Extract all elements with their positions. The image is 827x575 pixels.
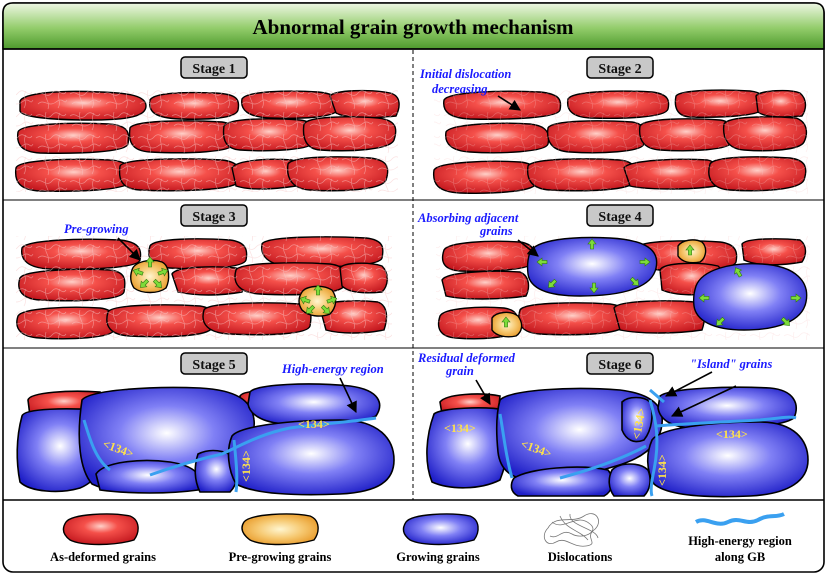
- svg-text:<134>: <134>: [655, 454, 669, 486]
- stage-6-orientation-labels: <134> <134> <134> <134> <134>: [444, 407, 748, 486]
- stage-6-high-energy-boundaries: [498, 388, 797, 497]
- stage-4-label: Stage 4: [586, 204, 654, 227]
- svg-text:"Island" grains: "Island" grains: [690, 357, 772, 371]
- panel-grid: [3, 48, 824, 501]
- svg-text:Stage 1: Stage 1: [192, 62, 235, 77]
- stage-4-grains: [436, 236, 810, 340]
- stage-3-grains: [16, 236, 392, 340]
- orange-grain-icon: [241, 513, 319, 546]
- svg-text:Stage 2: Stage 2: [598, 62, 641, 77]
- stage-4-annotation: Absorbing adjacent grains: [417, 211, 539, 257]
- svg-text:<134>: <134>: [239, 450, 253, 482]
- legend-label-high-energy-line2: along GB: [715, 550, 765, 564]
- legend: As-deformed grains Pre-growing grains Gr…: [50, 512, 792, 564]
- stage-5-label: Stage 5: [180, 352, 248, 375]
- stage-6-label: Stage 6: [586, 352, 654, 375]
- svg-text:<134>: <134>: [716, 427, 748, 441]
- red-grain-icon: [62, 513, 139, 546]
- stage-3-label: Stage 3: [180, 204, 248, 227]
- stage-6-annotation: Residual deformed grain "Island" grains: [417, 351, 772, 417]
- svg-text:Pre-growing: Pre-growing: [64, 222, 129, 236]
- stage-5-high-energy-boundaries: [82, 416, 377, 493]
- stage-2-grains: [432, 89, 808, 194]
- stage-5-grains: [16, 383, 395, 496]
- svg-text:grain: grain: [445, 364, 474, 378]
- svg-text:Stage 4: Stage 4: [598, 210, 641, 225]
- svg-text:Residual deformed: Residual deformed: [417, 351, 516, 365]
- stage-6-grains: [426, 386, 809, 498]
- svg-text:Stage 5: Stage 5: [192, 358, 235, 373]
- legend-label-deformed: As-deformed grains: [50, 550, 156, 564]
- stage-1-label: Stage 1: [180, 56, 248, 79]
- svg-text:<134>: <134>: [444, 421, 476, 435]
- legend-label-high-energy: High-energy region: [688, 534, 792, 548]
- stage-2-annotation: Initial dislocation decreasing: [419, 67, 521, 111]
- svg-text:Stage 3: Stage 3: [192, 210, 235, 225]
- stage-1-grains: [14, 89, 400, 192]
- diagram-title: Abnormal grain growth mechanism: [252, 15, 574, 39]
- legend-label-growing: Growing grains: [396, 550, 480, 564]
- stage-labels: Stage 1 Stage 2 Stage 3 Stage 4 Stage 5 …: [180, 56, 654, 375]
- blue-wave-icon: [694, 512, 785, 526]
- legend-label-dislocations: Dislocations: [548, 550, 613, 564]
- svg-text:Absorbing adjacent: Absorbing adjacent: [417, 211, 519, 225]
- svg-text:Stage 6: Stage 6: [598, 358, 641, 373]
- stage-2-label: Stage 2: [586, 56, 654, 79]
- svg-text:decreasing: decreasing: [432, 82, 488, 96]
- title-bar: Abnormal grain growth mechanism: [2, 2, 825, 50]
- svg-text:<134>: <134>: [298, 417, 330, 431]
- legend-label-pregrowing: Pre-growing grains: [229, 550, 332, 564]
- svg-text:High-energy region: High-energy region: [281, 362, 384, 376]
- svg-text:grains: grains: [479, 224, 513, 238]
- stage-3-annotation: Pre-growing: [64, 222, 141, 261]
- stage-5-annotation: High-energy region: [281, 362, 384, 414]
- svg-text:Initial dislocation: Initial dislocation: [419, 67, 511, 81]
- blue-grain-icon: [402, 513, 479, 546]
- dislocation-tangle-icon: [543, 513, 599, 547]
- svg-text:<134>: <134>: [629, 407, 648, 441]
